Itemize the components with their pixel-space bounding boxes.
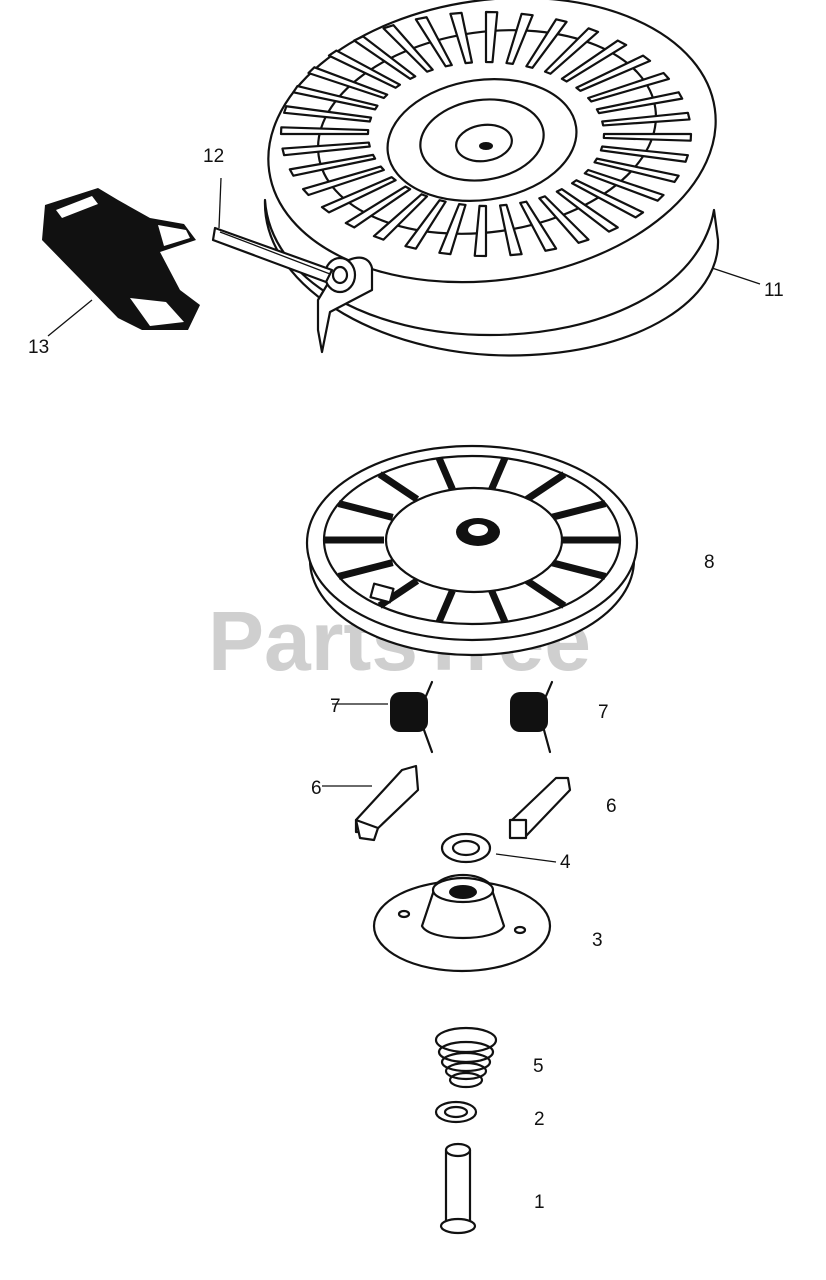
vent-slot [560,39,628,83]
part-6-pawl-left [322,764,420,842]
part-4-washer [440,832,557,864]
pulley-spokes [324,456,620,624]
part-7-pawl-spring-left [332,680,434,754]
vent-slot [484,10,499,64]
vent-slot [327,49,402,89]
vent-slot [593,157,680,184]
vent-slot [519,200,558,252]
callout-3: 3 [592,930,603,951]
part-3-retainer-plate [372,873,552,973]
vent-slot [301,165,385,197]
part-7-pawl-spring-right [510,680,554,754]
housing-vent-slots [279,10,693,258]
vent-slot [283,105,373,123]
callout-12: 12 [203,146,224,167]
vent-slot [587,71,671,103]
pulley-spoke [337,500,394,521]
part-6-pawl-right [508,776,572,840]
vent-slot [505,12,534,65]
vent-slot [595,91,684,115]
vent-slot [382,24,434,73]
callout-6-right: 6 [606,796,617,817]
vent-slot [498,203,523,257]
vent-slot [404,199,447,250]
vent-slot [575,54,652,92]
callout-11: 11 [764,280,784,301]
part-12-starter-rope [211,177,334,284]
part-2-washer [434,1100,478,1124]
vent-slot [279,126,370,136]
vent-slot [353,35,417,80]
pulley-spoke [337,559,394,580]
vent-slot [583,168,665,202]
pulley-spoke [435,589,456,624]
vent-slot [438,203,467,256]
pulley-spoke [550,559,607,580]
callout-13: 13 [28,337,49,358]
vent-slot [320,176,397,214]
callout-5: 5 [533,1056,544,1077]
vent-slot [601,111,691,127]
callout-4: 4 [560,852,571,873]
vent-slot [473,204,488,258]
vent-slot [414,16,453,68]
vent-slot [599,145,689,163]
vent-slot [372,193,429,241]
vent-slot [344,185,412,229]
vent-slot [525,18,568,69]
vent-slot [555,188,619,233]
callout-7-right: 7 [598,702,609,723]
pulley-spoke [377,471,420,503]
vent-slot [449,11,474,65]
vent-slot [538,195,590,244]
vent-slot [307,66,389,100]
part-13-starter-handle [42,188,200,337]
pulley-spoke [524,577,567,609]
pulley-spoke [488,456,509,491]
vent-slot [292,84,379,111]
callout-7-left: 7 [330,696,341,717]
vent-slot [602,132,693,142]
callout-6-left: 6 [311,778,322,799]
part-11-starter-housing [263,0,761,357]
pulley-spoke [524,471,567,503]
vent-slot [570,179,645,219]
part-5-retainer-spring [434,1026,498,1089]
pulley-spoke [435,456,456,491]
part-1-pivot-pin [439,1142,477,1235]
pulley-spoke [550,500,607,521]
part-8-rope-pulley [305,444,639,657]
callout-8: 8 [704,552,715,573]
vent-slot [288,153,377,177]
vent-slot [281,141,371,157]
vent-slot [543,27,600,75]
callout-1: 1 [534,1192,545,1213]
callout-2: 2 [534,1109,545,1130]
pulley-spoke [488,589,509,624]
